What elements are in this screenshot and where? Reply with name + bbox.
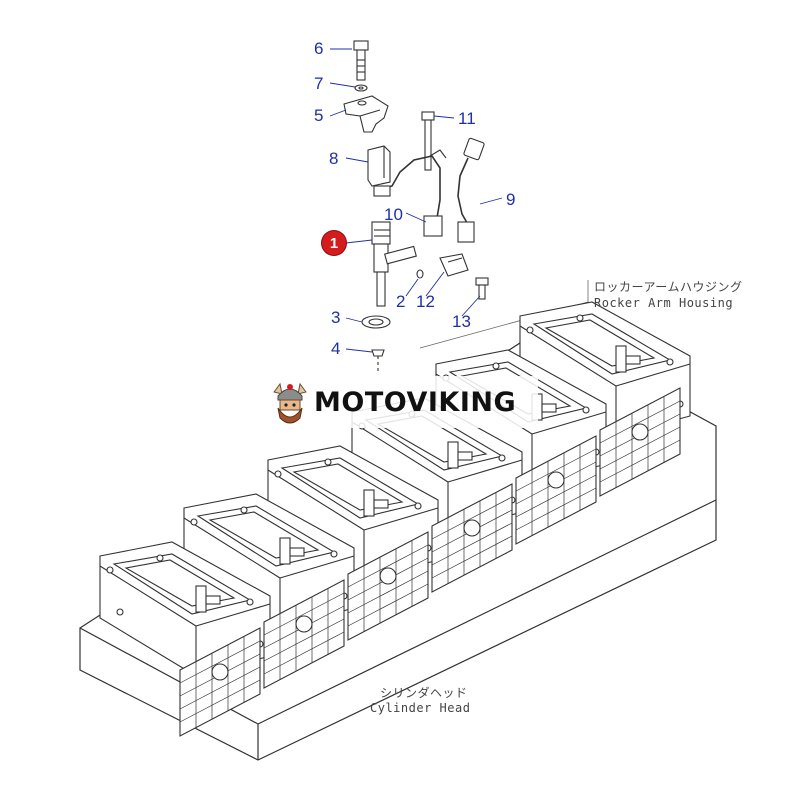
cylinder-head-cells: [179, 387, 681, 737]
callout-5: 5: [314, 106, 324, 125]
cylinder-head-cell: [347, 531, 429, 641]
callout-1-highlight-badge: 1: [322, 231, 346, 255]
leader-lines: [329, 48, 503, 353]
rocker-housing-module: [99, 541, 271, 677]
callout-3: 3: [331, 308, 341, 327]
bolt-11: [421, 111, 435, 171]
harness-9: [457, 137, 485, 243]
cylinder-head-cell: [263, 579, 345, 689]
washer-7: [354, 84, 368, 92]
seal-4: [371, 349, 385, 372]
callout-7: 7: [314, 74, 324, 93]
viking-mascot-logo-icon: [273, 382, 307, 424]
harness-10: [373, 149, 447, 237]
cylinder-head-cell: [599, 387, 681, 497]
watermark-text: MOTOVIKING: [314, 386, 517, 418]
bolt-13: [475, 277, 489, 300]
rocker-arm-housing-label-jp: ロッカーアームハウジング: [594, 280, 743, 294]
o-ring-2: [416, 269, 424, 279]
spacer-8: [367, 145, 391, 187]
clamp-5: [343, 95, 389, 133]
watermark-banner: MOTOVIKING: [262, 376, 538, 428]
rocker-arm-housings: [99, 301, 691, 677]
callout-10: 10: [384, 205, 403, 224]
callout-8: 8: [329, 149, 339, 168]
bolt-6: [353, 40, 369, 81]
callout-6: 6: [314, 39, 324, 58]
cylinder-head-cell: [515, 435, 597, 545]
callout-9: 9: [506, 190, 516, 209]
gasket-3: [361, 315, 391, 329]
cylinder-head-label-jp: シリンダヘッド: [380, 686, 468, 700]
callout-12: 12: [416, 292, 435, 311]
callout-2: 2: [396, 292, 406, 311]
cylinder-head-cell: [179, 627, 261, 737]
callout-11: 11: [458, 109, 476, 128]
rocker-arm-housing-label: Rocker Arm Housing: [594, 296, 734, 310]
injector-1: [371, 221, 417, 307]
cylinder-head-cell: [431, 483, 513, 593]
callout-13: 13: [452, 312, 471, 331]
callout-4: 4: [331, 339, 341, 358]
cylinder-head-label: Cylinder Head: [370, 701, 471, 715]
bracket-12: [439, 253, 469, 277]
